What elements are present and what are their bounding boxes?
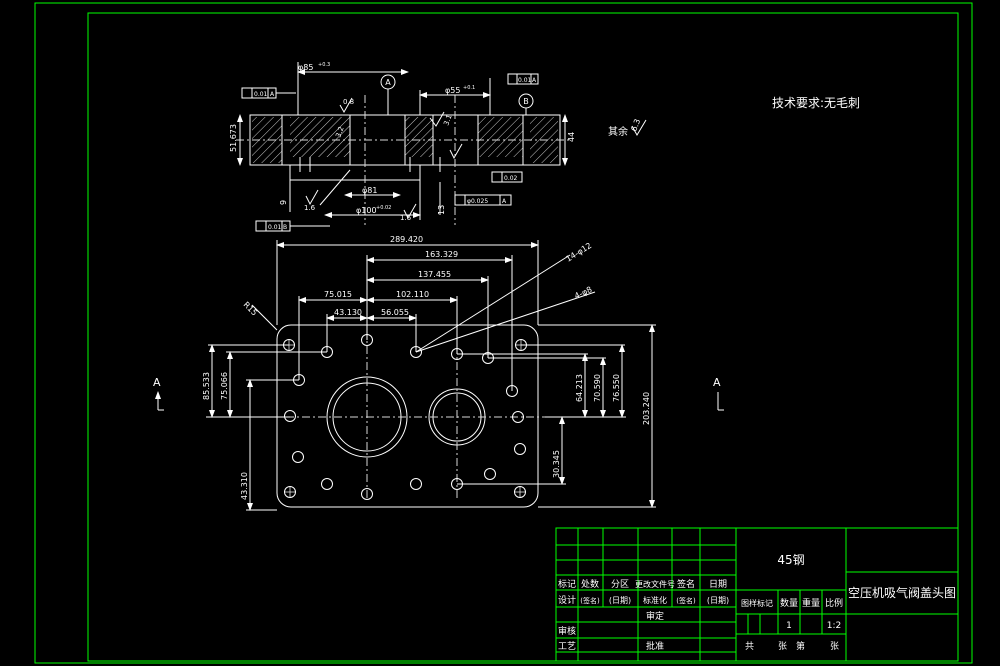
dim-85: 85.533 <box>202 372 211 400</box>
section-mark-right: A <box>713 376 721 389</box>
rev-col-doc: 更改文件号 <box>635 579 675 589</box>
dim-small-left: 9 <box>279 200 288 205</box>
section-view <box>236 62 570 232</box>
dim-dia-mid: φ55 <box>445 86 460 95</box>
dim-r15: R15 <box>242 300 260 318</box>
section-mark-left: A <box>153 376 161 389</box>
row-standard-date: (日期) <box>707 596 729 605</box>
qty-value: 1 <box>786 621 792 631</box>
roughness-08: 0.8 <box>343 98 354 106</box>
rest-roughness-value: 6.3 <box>629 118 642 133</box>
row-standard-sign: (签名) <box>676 596 696 605</box>
tol-runout-ref: A <box>502 198 507 205</box>
roughness-16: 1.6 <box>304 204 316 212</box>
plan-view <box>155 240 724 511</box>
review-label: 审核 <box>558 625 576 637</box>
datum-a-label: A <box>385 78 391 87</box>
dim-overall-width: 289.420 <box>390 235 423 244</box>
tol-perp-ref: B <box>283 224 287 231</box>
dim-43: 43.130 <box>334 308 362 317</box>
sheet-label: 张 <box>778 641 787 652</box>
dim-75v: 75.066 <box>220 372 229 400</box>
plate-outline <box>276 324 539 508</box>
process-label: 工艺 <box>558 641 576 652</box>
part-name-label: 空压机吸气阀盖头图 <box>848 585 956 600</box>
tol-parallel-left-ref: A <box>270 91 275 98</box>
dim-30: 30.345 <box>552 450 561 478</box>
tech-requirement-note: 技术要求:无毛刺 <box>772 96 860 110</box>
tol-perp-value: 0.01 <box>268 224 282 231</box>
tol-runout-value: φ0.025 <box>467 198 488 205</box>
dim-76: 76.550 <box>612 374 621 402</box>
row-design: 设计 <box>558 594 576 606</box>
dim-dia-bottom-tol: +0.02 <box>376 205 391 211</box>
dim-height-left: 51.673 <box>229 124 238 152</box>
rev-col-zone: 分区 <box>611 579 629 590</box>
dim-holes-4: 4-φ8 <box>573 285 593 301</box>
material-label: 45钢 <box>777 553 804 567</box>
outer-frame <box>34 2 973 664</box>
total-label: 共 <box>745 641 754 652</box>
dim-43v: 43.310 <box>240 472 249 500</box>
ratify-label: 批准 <box>646 640 664 652</box>
large-bore-outer <box>326 376 408 458</box>
row-standard: 标准化 <box>643 595 667 605</box>
rev-col-sign: 签名 <box>677 578 695 590</box>
col-stage: 图样标记 <box>741 598 773 608</box>
dim-dia-top: φ85 <box>298 63 313 72</box>
dim-203: 203.240 <box>642 392 651 425</box>
dim-dia-core: φ81 <box>362 186 377 195</box>
dim-small-right: 13 <box>437 205 446 215</box>
tol-frame-parallel-right <box>507 73 539 85</box>
dim-height-right: 44 <box>567 132 576 142</box>
dim-137: 137.455 <box>418 270 451 279</box>
rest-roughness-label: 其余 <box>608 125 628 138</box>
dim-163: 163.329 <box>425 250 458 259</box>
row-design-date: (日期) <box>609 596 631 605</box>
col-scale: 比例 <box>825 597 843 609</box>
inner-frame <box>87 12 959 662</box>
rev-col-mark: 标记 <box>558 578 576 590</box>
datum-b-label: B <box>523 97 529 106</box>
roughness-31: 3.1 <box>442 113 453 126</box>
row-design-sign: (签名) <box>580 596 600 605</box>
dim-dia-mid-tol: +0.1 <box>463 85 475 91</box>
page-label: 张 <box>830 641 839 652</box>
dim-56: 56.055 <box>381 308 409 317</box>
roughness-16b: 1.6 <box>400 214 412 222</box>
no-label: 第 <box>796 640 805 652</box>
tol-parallel-left-value: 0.01 <box>254 91 268 98</box>
tol-parallel-right-ref: A <box>532 77 537 84</box>
approve-label: 审定 <box>646 610 664 622</box>
dim-102: 102.110 <box>396 290 429 299</box>
dim-dia-bottom: φ100 <box>356 206 377 215</box>
dim-75: 75.015 <box>324 290 352 299</box>
dim-70: 70.590 <box>593 374 602 402</box>
col-weight: 数量 <box>780 597 798 609</box>
dim-64: 64.213 <box>575 374 584 402</box>
roughness-32: 3.2 <box>334 125 345 138</box>
dim-holes-14: 14-φ12 <box>564 241 593 264</box>
col-mass: 重量 <box>802 597 820 609</box>
rev-col-count: 处数 <box>581 578 599 590</box>
tol-frame-runout <box>454 194 512 206</box>
tol-frame-flat <box>491 171 523 183</box>
scale-value: 1:2 <box>827 621 841 631</box>
rev-col-date: 日期 <box>709 579 727 590</box>
dim-dia-top-tol: +0.3 <box>318 62 330 68</box>
tol-flat-value: 0.02 <box>504 175 518 182</box>
tol-parallel-right-value: 0.01 <box>518 77 532 84</box>
title-block <box>555 527 959 662</box>
